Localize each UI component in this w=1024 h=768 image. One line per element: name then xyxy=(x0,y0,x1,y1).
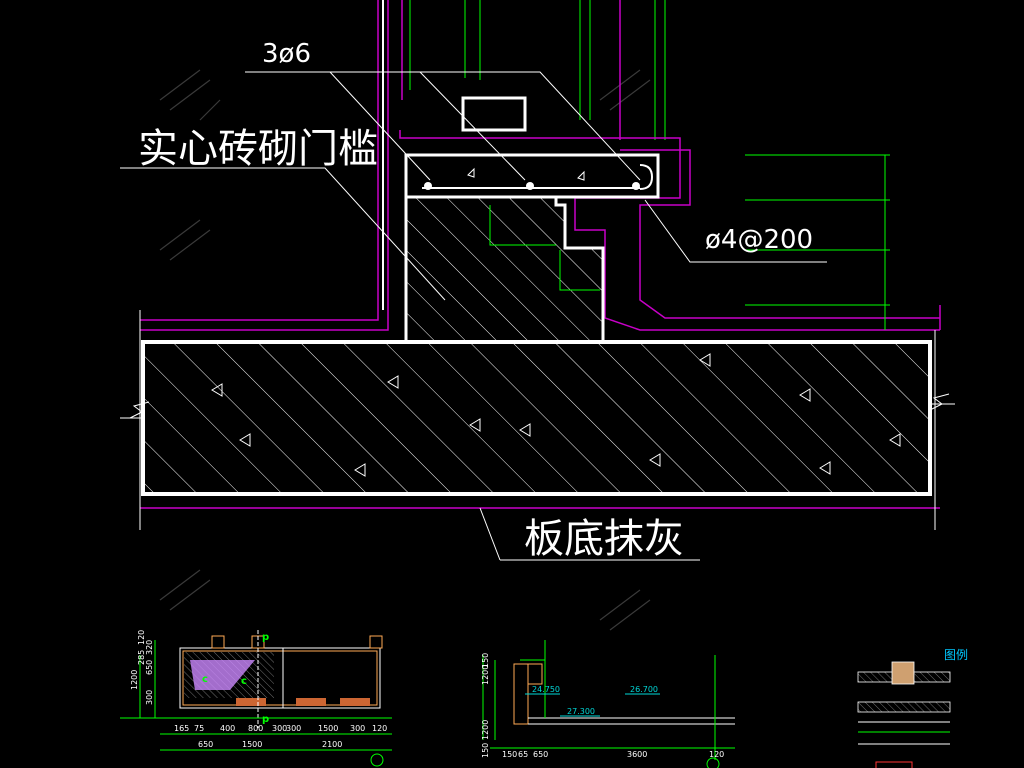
plan-dim-row1: 75 xyxy=(194,724,204,733)
leader-lines xyxy=(120,71,827,561)
section-dim-bottom: 65 xyxy=(518,750,528,759)
section-dim-bottom: 120 xyxy=(709,750,724,759)
plan-dim-row2: 2100 xyxy=(322,740,342,749)
section-elevation: 24.750 xyxy=(532,685,560,694)
floor-slab xyxy=(120,340,955,496)
plan-dim-row1: 300 xyxy=(350,724,365,733)
section-dim-v: 150 xyxy=(481,653,490,668)
brick-threshold xyxy=(404,195,605,344)
section-dim-bottom: 150 xyxy=(502,750,517,759)
small-plan-drawing: p c c p 1200 650 300 320 285 120 165 75 … xyxy=(120,630,392,767)
upper-wall-lines xyxy=(382,0,666,310)
anchor-block xyxy=(461,96,527,132)
label-rebar-top: 3ø6 xyxy=(262,39,311,69)
section-dim-v: 1200 xyxy=(481,665,490,685)
section-dim-v: 150 xyxy=(481,743,490,758)
label-ceiling-plaster: 板底抹灰 xyxy=(524,516,684,562)
small-section-drawing: 1200 150 1200 150 24.750 26.700 27.300 1… xyxy=(481,640,735,768)
plan-dim-v: 650 xyxy=(145,660,154,675)
lintel xyxy=(404,153,660,199)
label-stirrup: ø4@200 xyxy=(705,225,813,255)
plan-dim-row1: 165 xyxy=(174,724,189,733)
plan-dim-v: 1200 xyxy=(130,670,139,690)
plan-dim-row2: 1500 xyxy=(242,740,262,749)
plan-dim-row1: 800 xyxy=(248,724,263,733)
section-dim-v: 1200 xyxy=(481,720,490,740)
legend-title: 图例 xyxy=(944,648,968,662)
section-dim-bottom: 650 xyxy=(533,750,548,759)
label-threshold: 实心砖砌门槛 xyxy=(138,126,378,172)
waterproof-layer xyxy=(140,0,941,509)
plan-dim-row1: 300 xyxy=(272,724,287,733)
plan-dim-row1: 300 xyxy=(286,724,301,733)
section-elevation: 27.300 xyxy=(567,707,595,716)
plan-dim-v: 320 xyxy=(145,640,154,655)
plan-dim-row2: 650 xyxy=(198,740,213,749)
plan-mark-p-bottom: p xyxy=(262,714,269,725)
plan-dim-row1: 120 xyxy=(372,724,387,733)
plan-mark-c-right: c xyxy=(241,676,247,687)
plan-mark-p-top: p xyxy=(262,632,269,643)
plan-dim-v: 300 xyxy=(145,690,154,705)
legend: 图例 xyxy=(857,648,968,768)
section-dim-bottom: 3600 xyxy=(627,750,647,759)
right-dimensions xyxy=(139,154,936,530)
plan-dim-row1: 1500 xyxy=(318,724,338,733)
plan-dim-v: 285 xyxy=(137,650,146,665)
section-elevation: 26.700 xyxy=(630,685,658,694)
plan-dim-row1: 400 xyxy=(220,724,235,733)
plan-dim-v: 120 xyxy=(137,630,146,645)
plan-mark-c-left: c xyxy=(202,674,208,685)
